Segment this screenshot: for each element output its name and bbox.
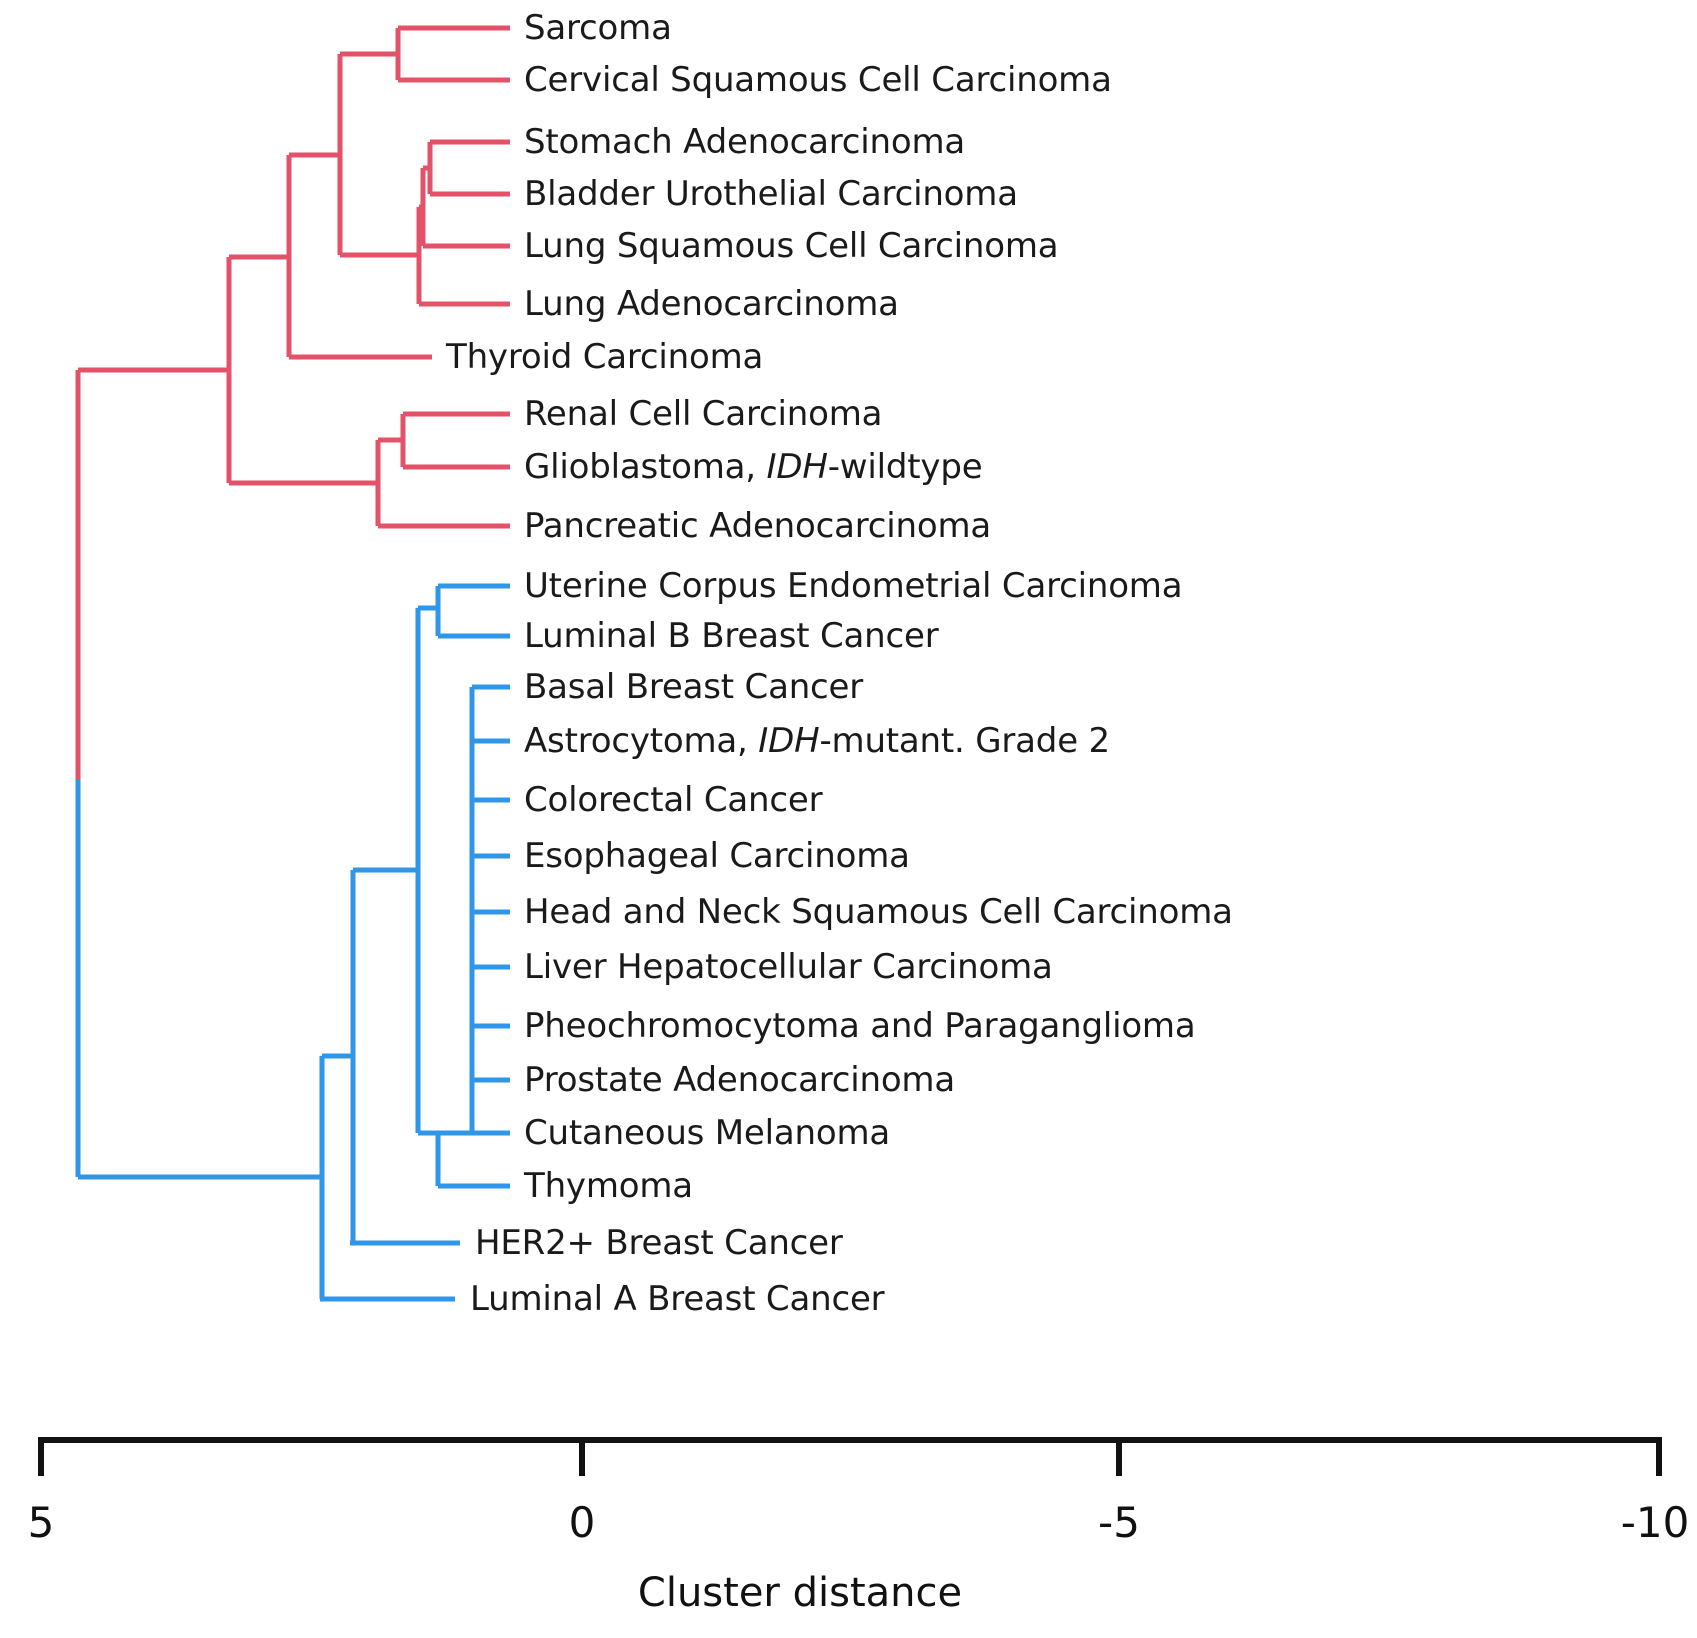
x-axis-group xyxy=(38,1437,1662,1476)
red-cluster-branches xyxy=(78,25,510,529)
leaf-label-stomach-adenocarcinoma: Stomach Adenocarcinoma xyxy=(524,122,966,162)
leaf-label-lung-adenocarcinoma: Lung Adenocarcinoma xyxy=(524,284,899,324)
blue-cluster-branches xyxy=(78,583,510,1302)
axis-tick-label-0: 0 xyxy=(568,1498,596,1547)
leaf-label-renal-cell-carcinoma: Renal Cell Carcinoma xyxy=(524,394,883,434)
leaf-label-prostate-adenocarcinoma: Prostate Adenocarcinoma xyxy=(524,1060,955,1100)
leaf-label-head-and-neck-squamous-cell-carcinoma: Head and Neck Squamous Cell Carcinoma xyxy=(524,892,1233,932)
leaf-label-basal-breast-cancer: Basal Breast Cancer xyxy=(524,667,864,707)
leaf-label-astrocytoma-idh-mutant-grade2: Astrocytoma, IDH-mutant. Grade 2 xyxy=(524,721,1110,761)
leaf-label-liver-hepatocellular-carcinoma: Liver Hepatocellular Carcinoma xyxy=(524,947,1053,987)
leaf-label-cutaneous-melanoma: Cutaneous Melanoma xyxy=(524,1113,891,1153)
axis-tick-label-neg10: -10 xyxy=(1620,1498,1690,1547)
leaf-label-glioblastoma-idh-wildtype: Glioblastoma, IDH-wildtype xyxy=(524,447,983,487)
leaf-label-bladder-urothelial-carcinoma: Bladder Urothelial Carcinoma xyxy=(524,174,1018,214)
leaf-label-cervical-squamous-cell-carcinoma: Cervical Squamous Cell Carcinoma xyxy=(524,60,1112,100)
leaf-label-pancreatic-adenocarcinoma: Pancreatic Adenocarcinoma xyxy=(524,506,992,546)
leaf-label-uterine-corpus-endometrial-carcinoma: Uterine Corpus Endometrial Carcinoma xyxy=(524,566,1183,606)
leaf-label-astrocytoma-italic-gene: IDH xyxy=(758,721,820,761)
leaf-label-astrocytoma-suffix: -mutant. Grade 2 xyxy=(819,721,1110,761)
leaf-label-thymoma: Thymoma xyxy=(524,1166,693,1206)
leaf-label-pheochromocytoma-and-paraganglioma: Pheochromocytoma and Paraganglioma xyxy=(524,1006,1196,1046)
leaf-label-luminal-b-breast-cancer: Luminal B Breast Cancer xyxy=(524,616,939,656)
x-axis-title: Cluster distance xyxy=(637,1570,963,1616)
leaf-label-lung-squamous-cell-carcinoma: Lung Squamous Cell Carcinoma xyxy=(524,226,1059,266)
leaf-label-colorectal-cancer: Colorectal Cancer xyxy=(524,780,823,820)
leaf-label-her2-breast-cancer: HER2+ Breast Cancer xyxy=(475,1223,843,1263)
leaf-label-esophageal-carcinoma: Esophageal Carcinoma xyxy=(524,836,910,876)
leaf-label-thyroid-carcinoma: Thyroid Carcinoma xyxy=(446,337,764,377)
leaf-label-sarcoma: Sarcoma xyxy=(524,8,672,48)
leaf-label-astrocytoma-prefix: Astrocytoma, xyxy=(524,721,759,761)
leaf-label-glioblastoma-prefix: Glioblastoma, xyxy=(524,447,767,487)
leaf-label-luminal-a-breast-cancer: Luminal A Breast Cancer xyxy=(470,1279,885,1319)
leaf-label-glioblastoma-suffix: -wildtype xyxy=(827,447,983,487)
axis-tick-label-neg5: -5 xyxy=(1098,1498,1140,1547)
axis-tick-label-5: 5 xyxy=(27,1498,55,1547)
leaf-label-glioblastoma-italic-gene: IDH xyxy=(766,447,828,487)
